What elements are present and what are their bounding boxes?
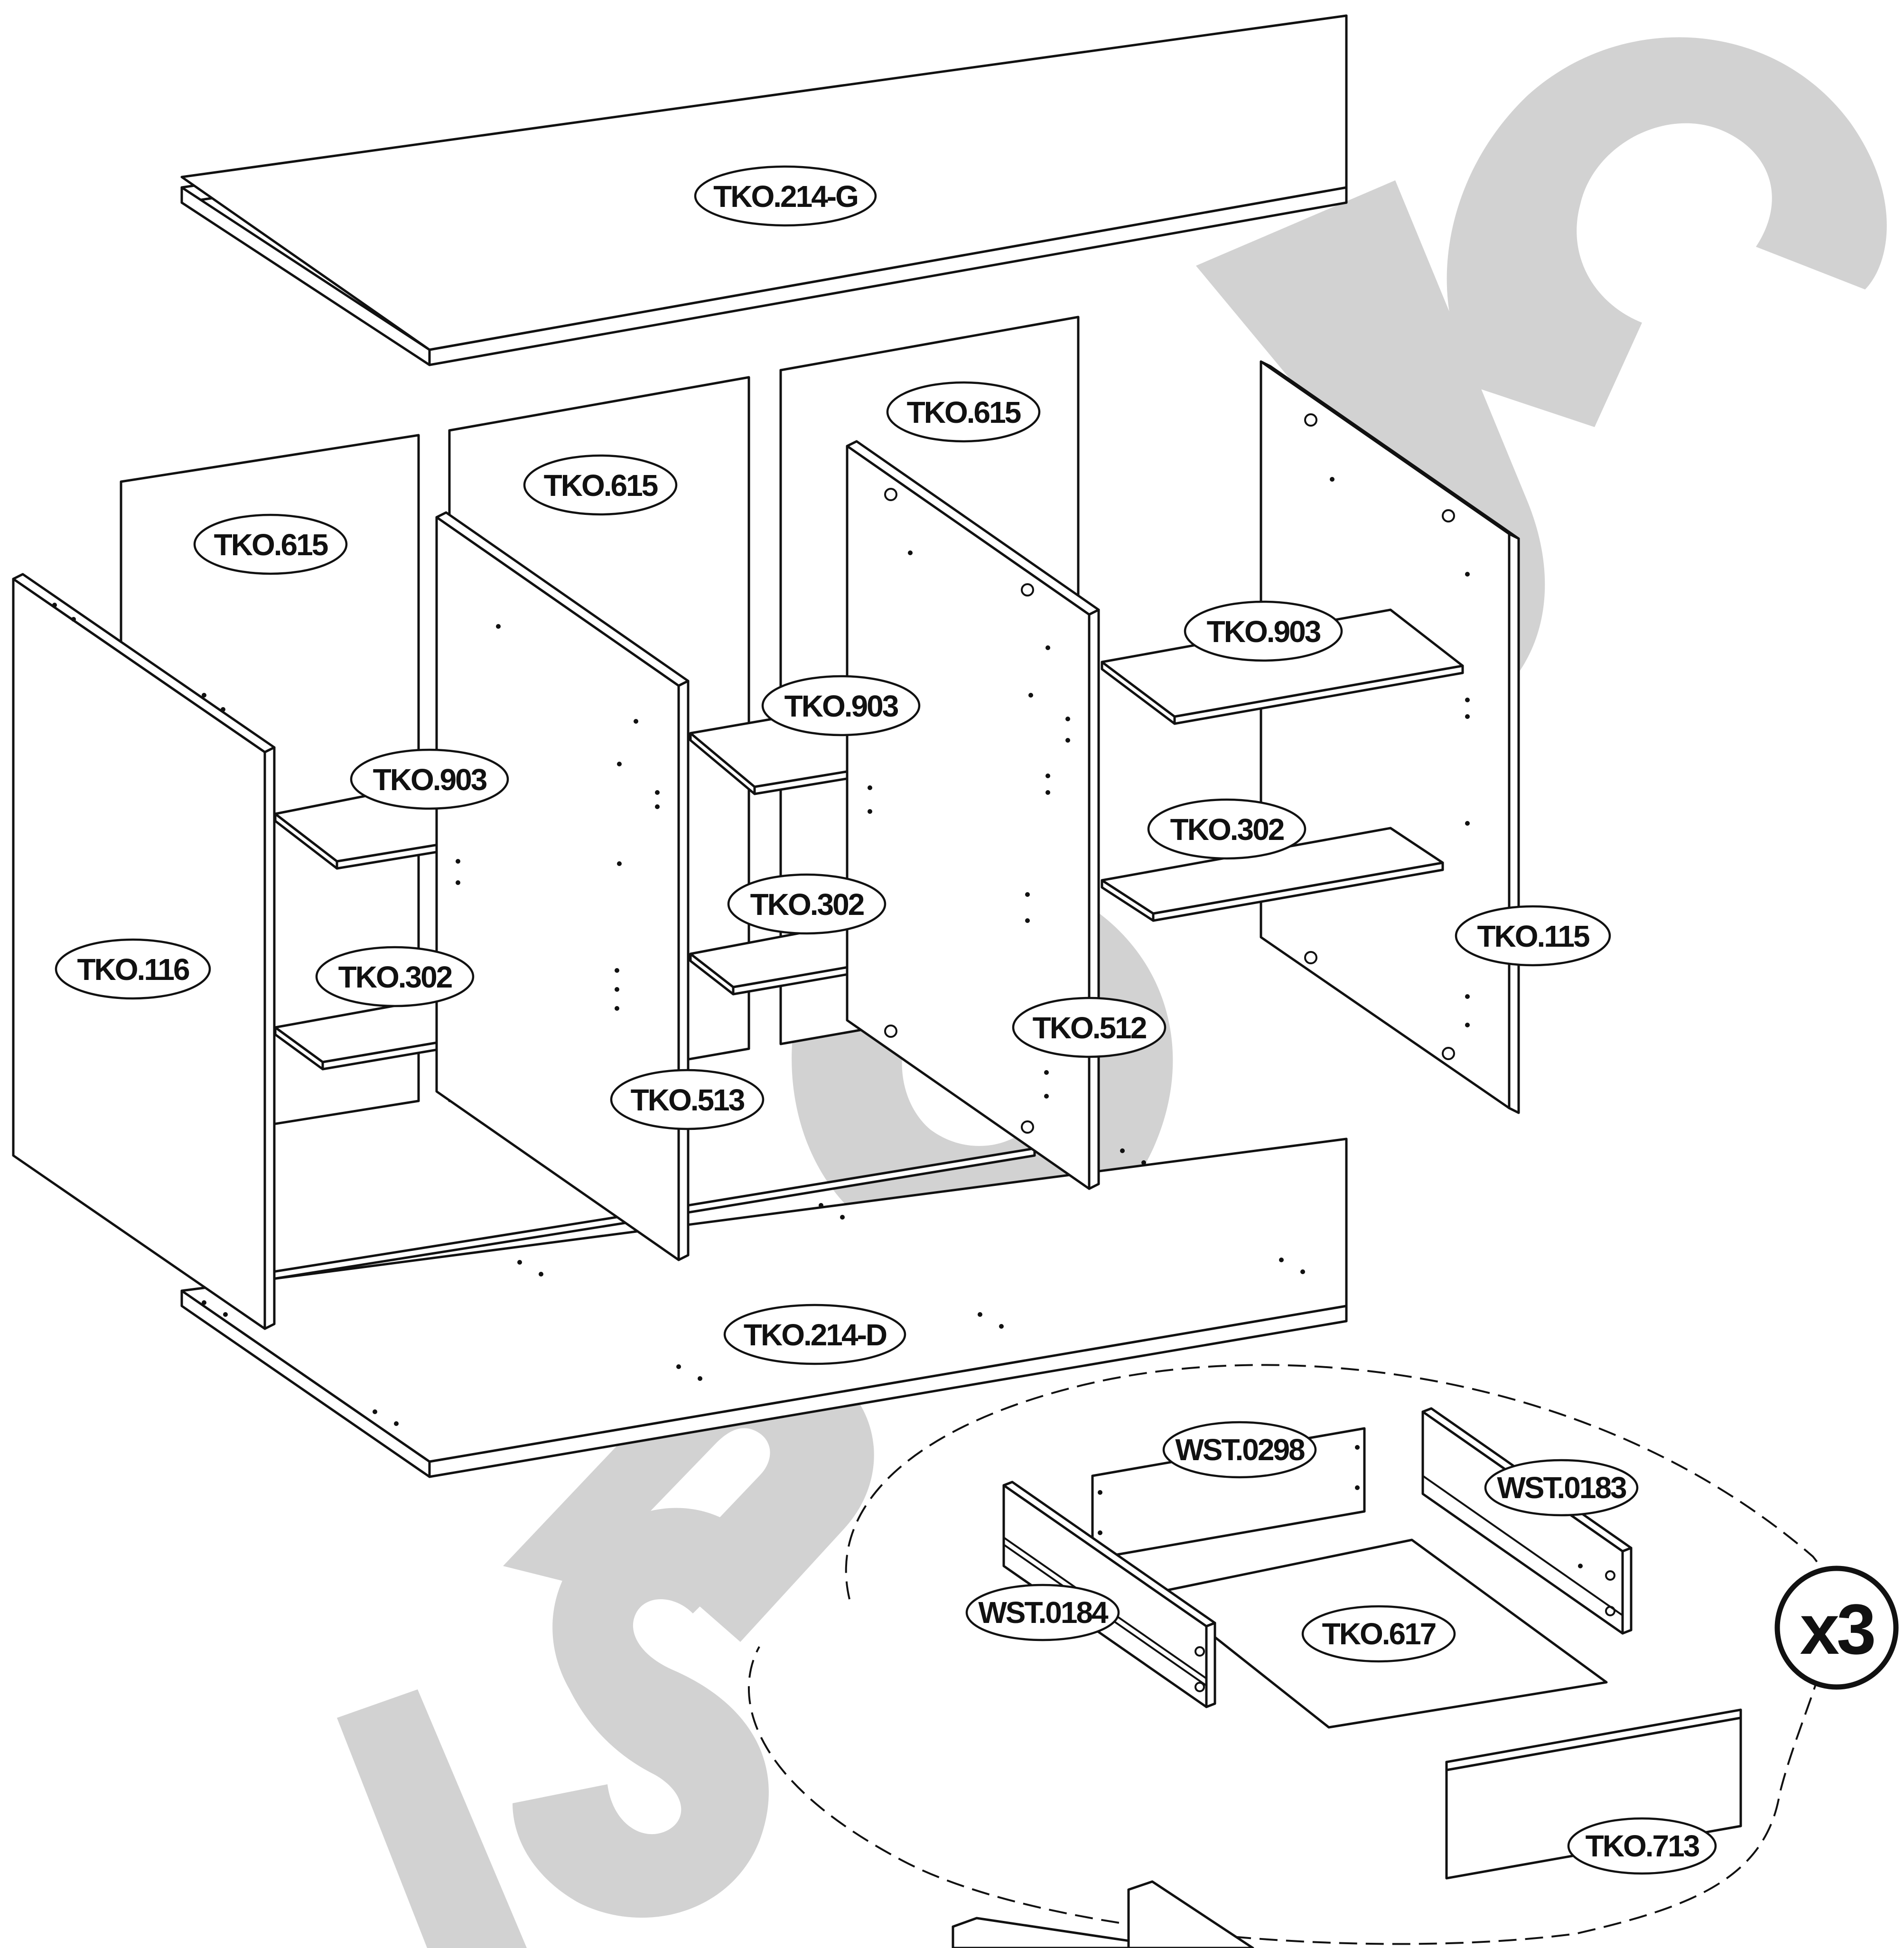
label-right-side-panel: TKO.115 [1455, 905, 1611, 967]
label-text: TKO.903 [784, 689, 898, 723]
label-top-panel: TKO.214-G [694, 165, 877, 227]
label-text: TKO.115 [1477, 919, 1589, 953]
label-shelf-upper-left: TKO.903 [350, 748, 509, 810]
label-back-panel-middle: TKO.615 [523, 454, 678, 516]
label-text: WST.0298 [1175, 1433, 1305, 1467]
drawer-quantity-text: x3 [1800, 1589, 1874, 1669]
label-back-panel-right: TKO.615 [886, 381, 1041, 443]
label-shelf-lower-left: TKO.302 [315, 946, 475, 1007]
label-text: TKO.214-D [744, 1318, 887, 1352]
label-divider-left: TKO.513 [610, 1069, 765, 1130]
drawer-group-outline [747, 1364, 1832, 1945]
drawer-quantity-badge: x3 [1774, 1566, 1899, 1690]
label-divider-right: TKO.512 [1012, 997, 1167, 1058]
label-text: WST.0184 [978, 1595, 1109, 1630]
label-text: TKO.615 [907, 395, 1021, 429]
label-text: TKO.214-G [713, 179, 858, 214]
label-text: WST.0183 [1497, 1471, 1626, 1505]
label-left-side-panel: TKO.116 [55, 938, 211, 1000]
label-text: TKO.302 [1170, 812, 1284, 847]
divider-right [846, 440, 1100, 1190]
bottom-panel [180, 1137, 1348, 1478]
label-text: TKO.302 [750, 887, 864, 922]
label-text: TKO.903 [1207, 615, 1321, 649]
label-text: TKO.903 [373, 763, 487, 797]
label-shelf-lower-right: TKO.302 [1147, 798, 1307, 860]
label-back-panel-left: TKO.615 [193, 513, 348, 575]
label-shelf-upper-right: TKO.903 [1184, 600, 1343, 662]
label-shelf-lower-middle: TKO.302 [727, 873, 887, 935]
label-text: TKO.713 [1586, 1829, 1699, 1863]
label-shelf-upper-middle: TKO.903 [761, 675, 921, 736]
label-drawer-bottom-panel: TKO.617 [1301, 1605, 1456, 1663]
label-drawer-side-right: WST.0183 [1484, 1459, 1639, 1517]
label-text: TKO.617 [1322, 1617, 1436, 1651]
partial-parts-bottom [952, 1880, 1254, 1948]
label-text: TKO.302 [338, 960, 452, 994]
right-side-panel [1260, 360, 1520, 1114]
label-text: TKO.512 [1033, 1011, 1147, 1045]
label-text: TKO.615 [544, 468, 658, 503]
label-drawer-side-left: WST.0184 [965, 1584, 1120, 1641]
label-drawer-back-panel: WST.0298 [1162, 1421, 1317, 1479]
label-text: TKO.513 [631, 1083, 745, 1117]
label-drawer-front-panel: TKO.713 [1567, 1817, 1717, 1875]
divider-left [435, 511, 690, 1261]
label-text: TKO.615 [214, 528, 328, 562]
label-text: TKO.116 [77, 952, 189, 987]
label-bottom-panel: TKO.214-D [723, 1304, 906, 1365]
shelf-upper-right [1101, 608, 1464, 725]
shelf-lower-right [1101, 827, 1444, 922]
